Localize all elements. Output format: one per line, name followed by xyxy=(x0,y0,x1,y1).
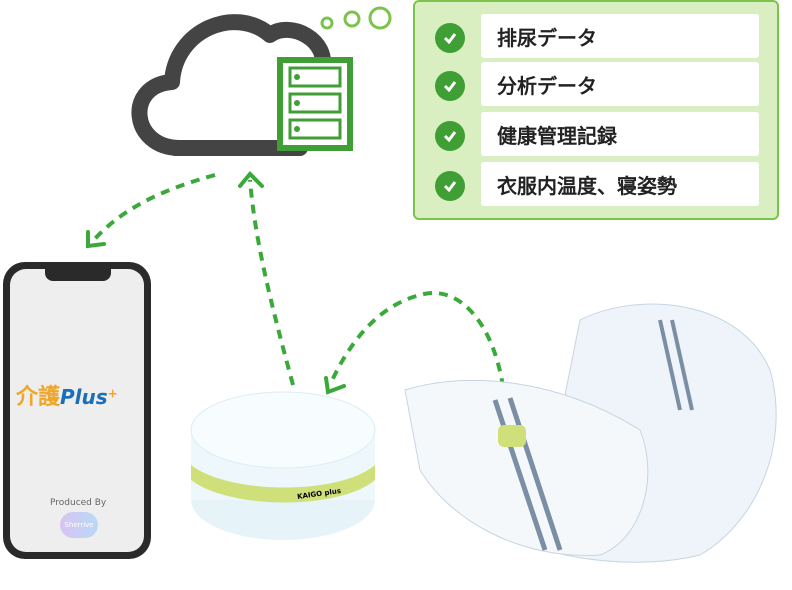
data-item: 衣服内温度、寝姿勢 xyxy=(481,162,759,206)
data-item: 分析データ xyxy=(481,62,759,106)
company-logo: Sherrive xyxy=(60,512,98,538)
data-item: 健康管理記録 xyxy=(481,112,759,156)
check-icon xyxy=(435,171,465,201)
data-item: 排尿データ xyxy=(481,14,759,58)
check-icon xyxy=(435,121,465,151)
data-types-panel: 排尿データ 分析データ 健康管理記録 衣服内温度、寝姿勢 xyxy=(413,0,779,220)
sensor-device xyxy=(190,391,376,540)
produced-by-label: Produced By xyxy=(50,498,107,508)
smartphone: 介護Plus+ Produced By Sherrive xyxy=(3,262,151,559)
app-logo: 介護Plus+ xyxy=(16,385,118,410)
phone-notch xyxy=(45,269,111,281)
diaper-image xyxy=(404,303,777,563)
check-icon xyxy=(435,23,465,53)
data-flow-arrows xyxy=(90,173,508,436)
check-icon xyxy=(435,71,465,101)
